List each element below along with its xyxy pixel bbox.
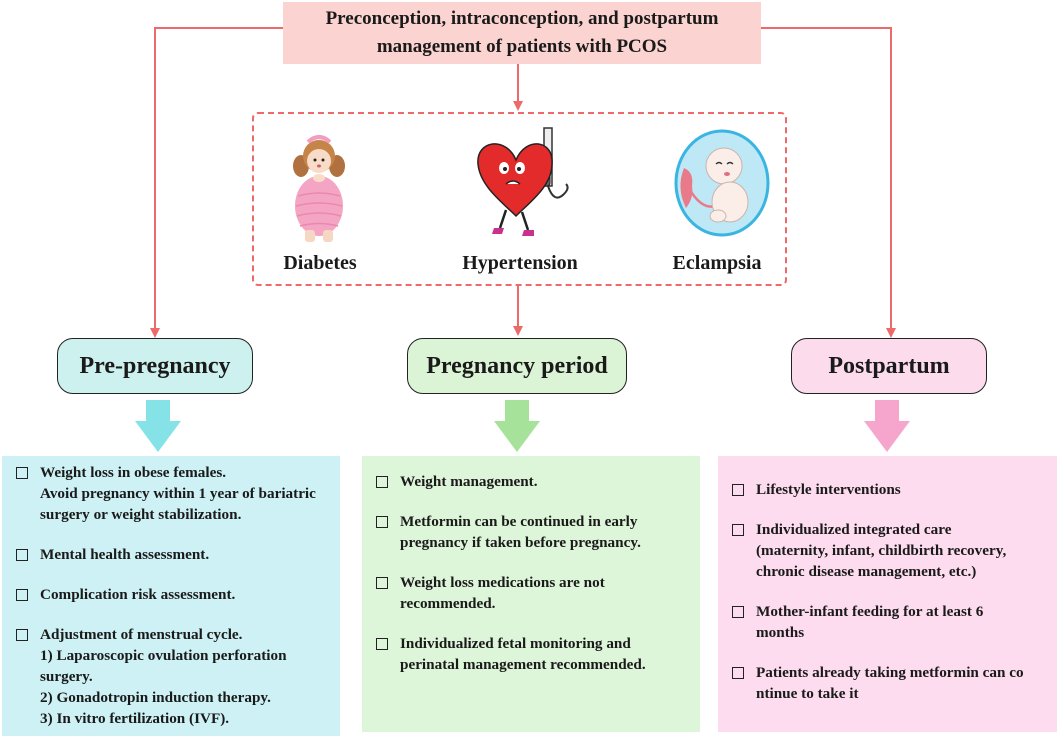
list-item: Weight loss medications are not recommend… bbox=[372, 572, 690, 614]
risk-label-diabetes: Diabetes bbox=[283, 252, 357, 274]
list-item-line: months bbox=[756, 624, 805, 641]
title-line-1: Preconception, intraconception, and post… bbox=[325, 8, 719, 29]
list-item-line: chronic disease management, etc.) bbox=[756, 563, 977, 580]
down-arrow-prepregnancy bbox=[135, 400, 181, 452]
list-item: Metformin can be continued in early pregn… bbox=[372, 511, 690, 553]
list-item-line: Mental health assessment. bbox=[40, 546, 210, 563]
checkbox-icon bbox=[16, 629, 28, 641]
list-item: Lifestyle interventions bbox=[728, 479, 1047, 500]
list-item-text: Mother-infant feeding for at least 6 mont… bbox=[756, 601, 1047, 643]
list-item-line: ntinue to take it bbox=[756, 685, 859, 702]
list-item-line: Weight management. bbox=[400, 473, 538, 490]
risk-factors-box: Diabetes Hypertension Eclampsia bbox=[252, 112, 787, 286]
checkbox-icon bbox=[732, 524, 744, 536]
list-item-line: Individualized fetal monitoring and bbox=[400, 635, 631, 652]
list-item-line: Adjustment of menstrual cycle. bbox=[40, 626, 243, 643]
checkbox-icon bbox=[376, 638, 388, 650]
checkbox-icon bbox=[16, 589, 28, 601]
phase-pill-postpartum: Postpartum bbox=[791, 338, 987, 394]
list-item-line: pregnancy if taken before pregnancy. bbox=[400, 534, 641, 551]
checkbox-icon bbox=[376, 577, 388, 589]
list-item-text: Lifestyle interventions bbox=[756, 479, 1047, 500]
list-item: Complication risk assessment. bbox=[12, 584, 330, 605]
list-item: Weight management. bbox=[372, 471, 690, 492]
list-item-line: Weight loss medications are not bbox=[400, 574, 605, 591]
phase-pill-pregnancy: Pregnancy period bbox=[407, 338, 627, 394]
obese-woman-icon bbox=[293, 135, 345, 242]
list-item-line: recommended. bbox=[400, 595, 496, 612]
list-item-line: Weight loss in obese females. bbox=[40, 464, 227, 481]
list-item: Individualized fetal monitoring and perin… bbox=[372, 633, 690, 675]
list-item-text: Weight loss in obese females. Avoid pregn… bbox=[40, 462, 330, 525]
card-pregnancy: Weight management. Metformin can be conti… bbox=[362, 456, 700, 732]
title-line-2: management of patients with PCOS bbox=[376, 36, 668, 57]
list-item-text: Individualized integrated care (maternity… bbox=[756, 519, 1047, 582]
list-item: Weight loss in obese females. Avoid pregn… bbox=[12, 462, 330, 525]
list-item-line: 2) Gonadotropin induction therapy. bbox=[40, 689, 271, 706]
list-item-text: Patients already taking metformin can co… bbox=[756, 662, 1047, 704]
list-item-text: Mental health assessment. bbox=[40, 544, 330, 565]
diagram-title: Preconception, intraconception, and post… bbox=[283, 2, 761, 64]
list-item-line: Lifestyle interventions bbox=[756, 481, 901, 498]
arrow-title-to-postpartum bbox=[761, 27, 896, 338]
checkbox-icon bbox=[376, 516, 388, 528]
list-item-text: Complication risk assessment. bbox=[40, 584, 330, 605]
risk-label-hypertension: Hypertension bbox=[462, 252, 578, 274]
down-arrow-postpartum bbox=[864, 400, 910, 452]
risk-label-eclampsia: Eclampsia bbox=[672, 252, 762, 274]
checkbox-icon bbox=[732, 484, 744, 496]
list-item-line: Metformin can be continued in early bbox=[400, 513, 638, 530]
list-item-line: surgery. bbox=[40, 668, 93, 685]
checkbox-icon bbox=[732, 606, 744, 618]
checkbox-icon bbox=[376, 476, 388, 488]
phase-pill-prepregnancy: Pre-pregnancy bbox=[57, 338, 253, 394]
list-item-line: perinatal management recommended. bbox=[400, 656, 646, 673]
checkbox-icon bbox=[16, 467, 28, 479]
arrow-title-to-prepregnancy bbox=[150, 27, 283, 338]
list-item-line: surgery or weight stabilization. bbox=[40, 506, 242, 523]
list-item-line: 1) Laparoscopic ovulation perforation bbox=[40, 647, 287, 664]
list-item: Adjustment of menstrual cycle. 1) Laparos… bbox=[12, 624, 330, 729]
list-item-line: 3) In vitro fertilization (IVF). bbox=[40, 710, 230, 727]
list-item-line: Mother-infant feeding for at least 6 bbox=[756, 603, 984, 620]
list-item-text: Weight management. bbox=[400, 471, 690, 492]
list-item-line: Patients already taking metformin can co bbox=[756, 664, 1024, 681]
list-item-text: Individualized fetal monitoring and perin… bbox=[400, 633, 690, 675]
heart-blood-pressure-icon bbox=[477, 127, 569, 236]
list-item: Patients already taking metformin can co… bbox=[728, 662, 1047, 704]
list-item-line: Avoid pregnancy within 1 year of bariatr… bbox=[40, 485, 316, 502]
list-item-text: Metformin can be continued in early pregn… bbox=[400, 511, 690, 553]
list-item-line: Complication risk assessment. bbox=[40, 586, 236, 603]
list-item: Individualized integrated care (maternity… bbox=[728, 519, 1047, 582]
list-item: Mental health assessment. bbox=[12, 544, 330, 565]
list-item-line: Individualized integrated care bbox=[756, 521, 952, 538]
fetus-icon bbox=[674, 129, 770, 237]
down-arrow-pregnancy bbox=[494, 400, 540, 452]
checkbox-icon bbox=[16, 549, 28, 561]
list-item-text: Weight loss medications are not recommend… bbox=[400, 572, 690, 614]
list-item-text: Adjustment of menstrual cycle. 1) Laparos… bbox=[40, 624, 330, 729]
list-item: Mother-infant feeding for at least 6 mont… bbox=[728, 601, 1047, 643]
list-item-line: (maternity, infant, childbirth recovery, bbox=[756, 542, 1007, 559]
checkbox-icon bbox=[732, 667, 744, 679]
card-prepregnancy: Weight loss in obese females. Avoid pregn… bbox=[2, 456, 340, 736]
